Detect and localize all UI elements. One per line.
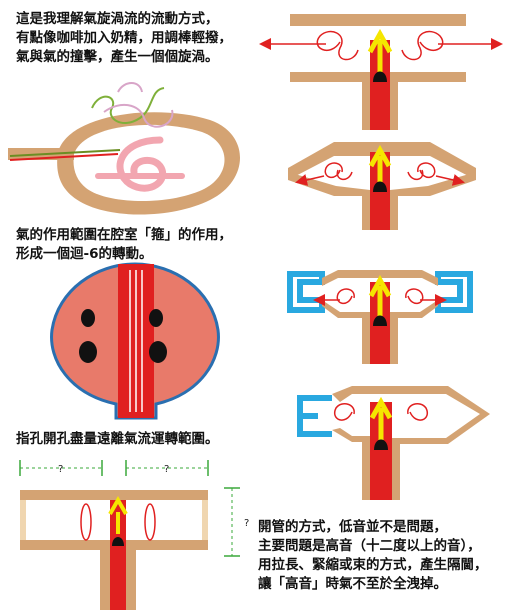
- coffee-cup-illustration: [8, 82, 241, 215]
- swirl-6-shape: [116, 136, 167, 192]
- finger-hole: [149, 341, 167, 363]
- cavity-note-text: 氣的作用範圍在腔室「箍」的作用， 形成一個迴-6的轉動。: [16, 227, 232, 262]
- chamber-diagram-4: [297, 386, 490, 500]
- dim-mark-right: ?: [164, 464, 169, 475]
- disc-fingerhole-diagram: [50, 262, 220, 420]
- chamber-diagram-3: [287, 270, 473, 364]
- chamber-diagram-2: [288, 142, 476, 230]
- vortex-intro-text: 這是我理解氣旋渦流的流動方式， 有點像咖啡加入奶精，用調棒輕撥， 氣與氣的撞擊，…: [16, 11, 232, 65]
- stir-stick: [9, 149, 121, 157]
- finger-hole: [81, 309, 95, 327]
- chamber-diagram-1: [259, 14, 503, 130]
- finger-hole: [149, 309, 163, 327]
- holes-note-text: 指孔開孔盡量遠離氣流運轉範圍。: [16, 431, 219, 447]
- dim-mark-height: ?: [244, 518, 249, 529]
- dim-mark-left: ?: [58, 464, 63, 475]
- open-pipe-diagram: [19, 460, 240, 610]
- steam-curl-3: [117, 82, 143, 93]
- steam-curl-2: [103, 103, 174, 128]
- steam-curl-1: [91, 87, 165, 124]
- stir-stick-2: [9, 153, 119, 161]
- open-pipe-note-text: 開管的方式，低音並不是問題， 主要問題是高音（十二度以上的音）， 用拉長、緊縮或…: [258, 519, 488, 592]
- finger-hole: [79, 341, 97, 363]
